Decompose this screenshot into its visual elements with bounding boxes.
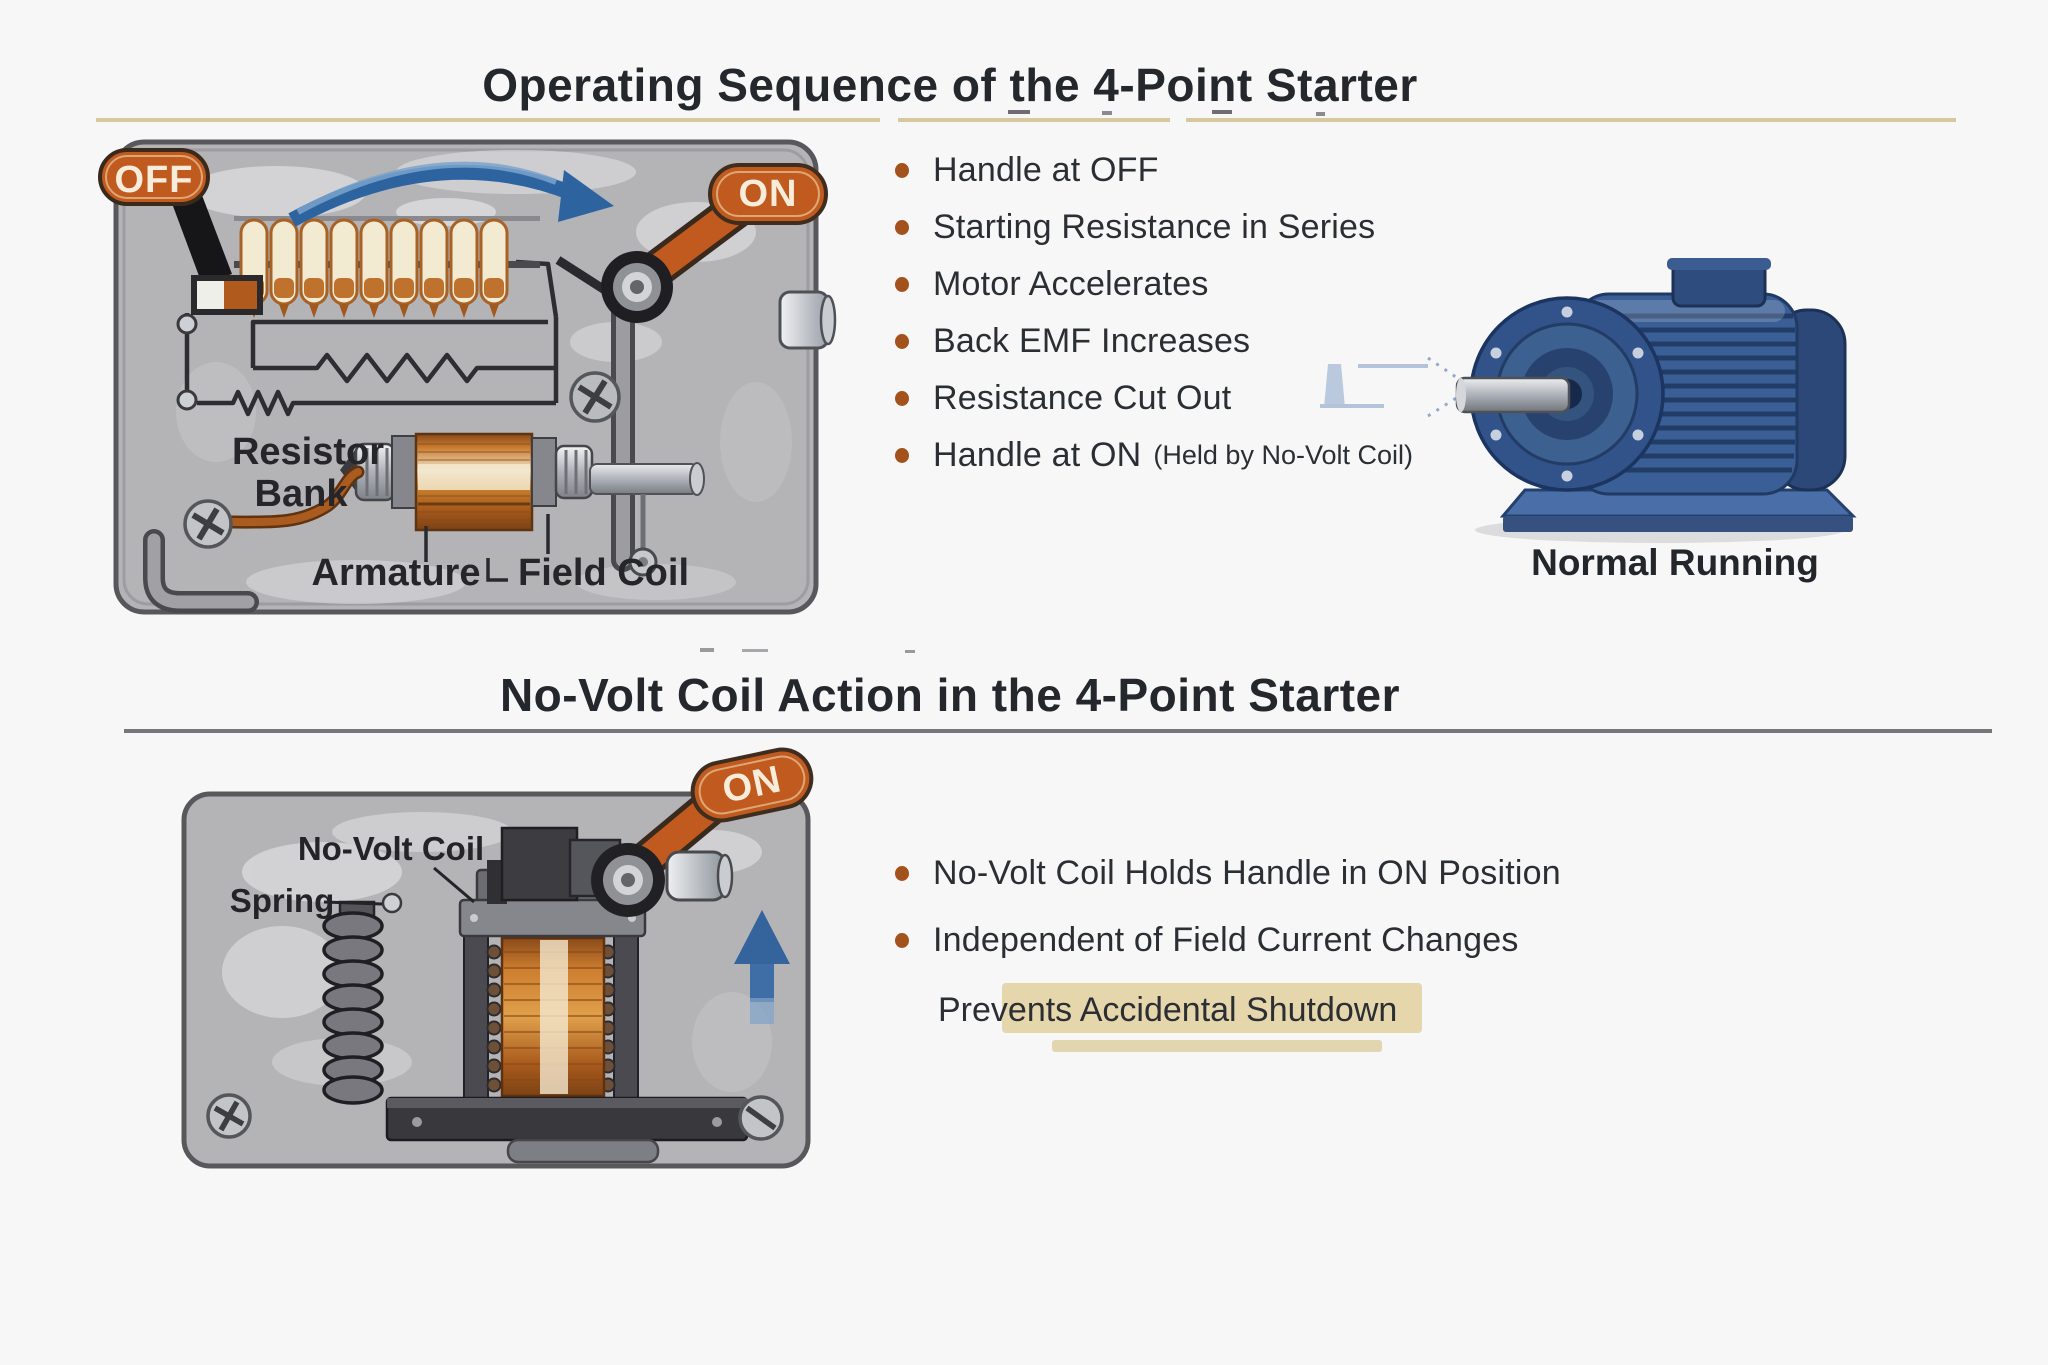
bullet-dot-icon — [895, 866, 909, 881]
section1-title: Operating Sequence of the 4-Point Starte… — [482, 59, 1418, 111]
faint-arrow — [1320, 356, 1473, 418]
resistor-bank-label: Resistor — [232, 431, 384, 473]
section1-divider — [96, 118, 1956, 122]
highlight-text: Prevents Accidental Shutdown — [938, 991, 1398, 1029]
highlight-background — [1002, 983, 1422, 1033]
section1-bullet-list: Handle at OFF Starting Resistance in Ser… — [895, 142, 1413, 484]
bullet-dot-icon — [895, 933, 909, 948]
bullet-dot-icon — [895, 220, 909, 235]
bullet-dot-icon — [895, 163, 909, 178]
pivot — [591, 843, 665, 917]
magnet-block — [500, 826, 579, 902]
on-label: ON — [739, 173, 798, 215]
side-knob — [665, 850, 734, 902]
screw — [183, 499, 233, 549]
section2-divider — [124, 729, 1992, 733]
divider-gap — [1170, 118, 1186, 122]
armature-assembly — [340, 432, 705, 577]
motor-shaft — [1455, 376, 1571, 414]
spring-screw — [381, 892, 403, 914]
motor-caption: Normal Running — [1531, 542, 1819, 583]
list-item: Independent of Field Current Changes — [895, 907, 1561, 974]
off-badge: OFF — [98, 148, 210, 206]
resistor-bank-label2: Bank — [255, 473, 349, 515]
list-item: Handle at OFF — [895, 142, 1413, 199]
section2-title: No-Volt Coil Action in the 4-Point Start… — [499, 669, 1401, 721]
field-coil-drum — [414, 432, 534, 532]
smudge-dash — [905, 650, 915, 653]
side-knob — [778, 290, 837, 350]
smudge-dash — [1008, 110, 1030, 114]
on-badge: ON — [708, 163, 828, 225]
spring-label: Spring — [230, 882, 335, 919]
up-arrow — [734, 910, 790, 1024]
smudge-dash — [1316, 112, 1325, 116]
no-volt-coil-leader — [433, 866, 475, 904]
circuit-wiring — [184, 259, 559, 417]
spring-leader — [323, 900, 383, 906]
list-item: Handle at ON(Held by No-Volt Coil) — [895, 427, 1413, 484]
bullet-dot-icon — [895, 277, 909, 292]
list-item: Starting Resistance in Series — [895, 199, 1413, 256]
off-label: OFF — [115, 159, 194, 201]
list-item: No-Volt Coil Holds Handle in ON Position — [895, 840, 1561, 907]
no-volt-coil-label: No-Volt Coil — [298, 830, 484, 867]
field-coil-label: Field Coil — [518, 552, 689, 594]
highlight-underline — [1052, 1040, 1382, 1052]
smudge-dash — [742, 649, 768, 652]
field-coil-leader — [486, 558, 508, 582]
pivot — [601, 251, 673, 323]
list-item: Back EMF Increases — [895, 313, 1413, 370]
off-handle-arm — [170, 190, 232, 284]
screw — [738, 1095, 784, 1141]
panel-texture — [176, 150, 792, 604]
no-volt-coil-diagram: ON No-Volt Coil Spring — [181, 747, 814, 1169]
bullet-dot-icon — [895, 391, 909, 406]
smudge-dash — [700, 648, 714, 652]
list-item: Resistance Cut Out — [895, 370, 1413, 427]
terminal-ball — [176, 389, 198, 411]
bullet-dot-icon — [895, 448, 909, 463]
list-item-note: (Held by No-Volt Coil) — [1153, 440, 1413, 470]
divider-gap — [880, 118, 898, 122]
swing-arrow — [288, 161, 614, 227]
armature-label: Armature — [312, 552, 481, 594]
smudge-dash — [1102, 111, 1112, 115]
on-badge: ON — [690, 747, 814, 823]
spring — [322, 900, 384, 1105]
terminal-ball — [176, 313, 198, 335]
motor-illustration — [1455, 258, 1857, 543]
screw — [569, 371, 621, 423]
shaft — [589, 463, 699, 495]
screw — [206, 1093, 252, 1139]
section2-bullet-list: No-Volt Coil Holds Handle in ON Position… — [895, 840, 1561, 974]
smudge-dash — [1212, 110, 1232, 114]
bullet-dot-icon — [895, 334, 909, 349]
list-item: Motor Accelerates — [895, 256, 1413, 313]
starter-panel-diagram: OFF ON — [98, 139, 837, 615]
